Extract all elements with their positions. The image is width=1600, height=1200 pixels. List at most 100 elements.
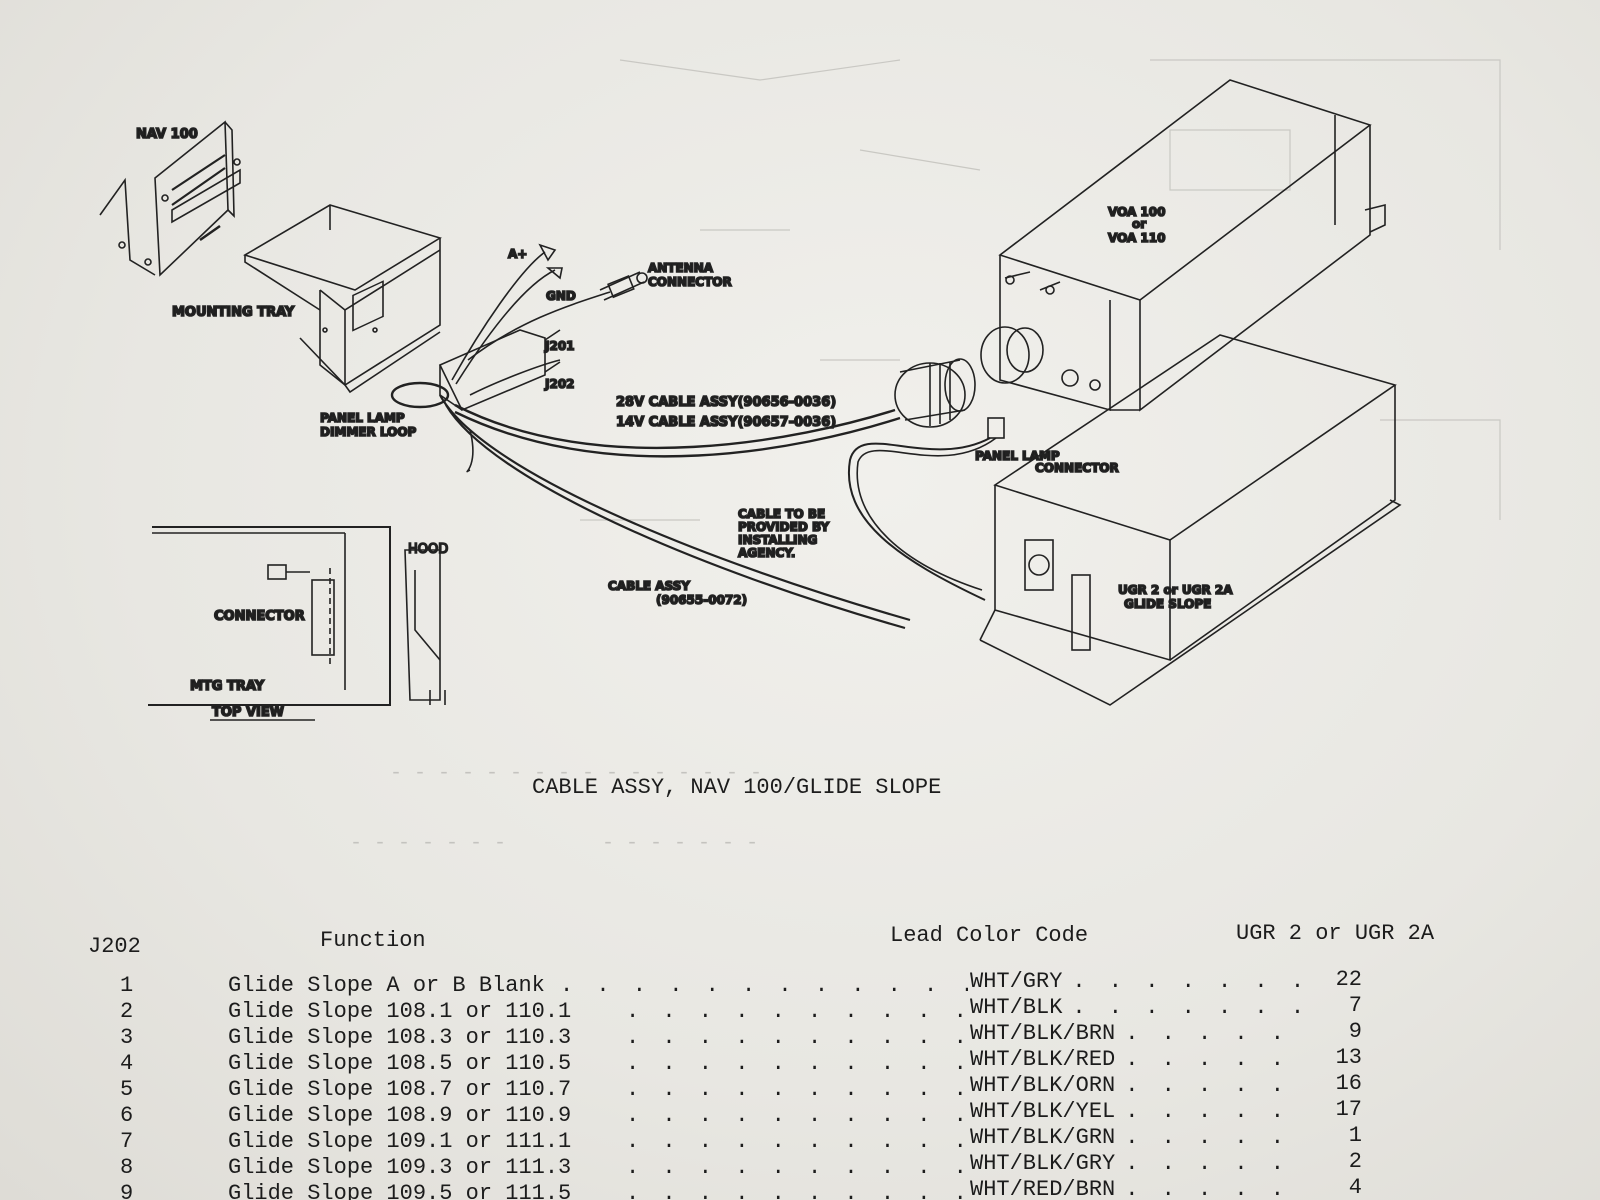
- antenna-connector-label: CONNECTOR: [648, 275, 732, 289]
- round-connector-plug: [894, 358, 976, 428]
- hood-label: HOOD: [408, 542, 448, 557]
- panel-lamp-connector-label-2: CONNECTOR: [1035, 461, 1119, 475]
- dot-leader: . . . . . . . . . . . . . . . . . . . . …: [626, 1052, 967, 1076]
- function-cell: Glide Slope 108.9 or 110.9: [228, 1103, 572, 1128]
- lead-color-cell: WHT/BLK: [970, 995, 1063, 1020]
- lead-color-cell: WHT/GRY: [970, 969, 1063, 994]
- header-ugr: UGR 2 or UGR 2A: [1236, 921, 1435, 946]
- dot-leader: . . . . . . . . . . . . . . .: [1125, 1022, 1290, 1046]
- antenna-connector: [599, 271, 648, 301]
- voa-label-2: VOA 110: [1108, 231, 1165, 245]
- cable-28v-label: 28V CABLE ASSY(90656-0036): [616, 395, 836, 410]
- dot-leader: . . . . . . . . . . . . . . . . . . . . …: [626, 1130, 967, 1154]
- header-function: Function: [320, 928, 426, 953]
- antenna-label: ANTENNA: [648, 261, 714, 275]
- dot-leader: . . . . . . . . . . . . . . . . . . . . …: [626, 1000, 967, 1024]
- cable-bundle: [390, 243, 911, 630]
- pin-number: 1: [120, 973, 134, 998]
- lead-color-cell: WHT/BLK/ORN: [970, 1073, 1116, 1098]
- mtg-tray-label: MTG TRAY: [190, 679, 265, 694]
- function-cell: Glide Slope 108.1 or 110.1: [228, 999, 572, 1024]
- cable-provided-label-3: INSTALLING: [738, 533, 817, 547]
- ugr-pin-cell: 9: [1348, 1019, 1362, 1044]
- pin-number: 2: [120, 999, 134, 1024]
- pin-number: 8: [120, 1155, 134, 1180]
- lead-color-cell: WHT/BLK/GRY: [970, 1151, 1116, 1176]
- ugr-label-2: GLIDE SLOPE: [1124, 597, 1211, 611]
- ugr-pin-cell: 1: [1348, 1123, 1362, 1148]
- a-plus-label: A+: [508, 247, 527, 261]
- pin-number: 7: [120, 1129, 134, 1154]
- cable-provided-label-2: PROVIDED BY: [738, 520, 829, 534]
- lead-color-cell: WHT/BLK/RED: [970, 1047, 1116, 1072]
- function-cell: Glide Slope 109.5 or 111.5: [228, 1181, 572, 1200]
- ugr-pin-cell: 17: [1335, 1097, 1362, 1122]
- header-j202: J202: [88, 934, 141, 959]
- ugr-pin-cell: 7: [1348, 993, 1362, 1018]
- pin-number: 3: [120, 1025, 134, 1050]
- panel-lamp-connector-label-1: PANEL LAMP: [975, 449, 1060, 463]
- ugr-pin-cell: 16: [1335, 1071, 1362, 1096]
- panel-lamp-loop-label-2: DIMMER LOOP: [320, 425, 417, 439]
- cable-provided-label-4: AGENCY.: [738, 546, 795, 560]
- dot-leader: . . . . . . . . . . . . . . .: [1072, 970, 1300, 994]
- mounting-tray-label: MOUNTING TRAY: [172, 305, 295, 320]
- j202-label: J202: [544, 377, 575, 391]
- j201-label: J201: [544, 339, 575, 353]
- pin-number: 9: [120, 1181, 134, 1200]
- dot-leader: . . . . . . . . . . . . . . . . . . . . …: [626, 1156, 967, 1180]
- lead-color-cell: WHT/BLK/BRN: [970, 1021, 1116, 1046]
- dot-leader: . . . . . . . . . . . . . . . . . . . . …: [626, 1182, 967, 1200]
- dot-leader: . . . . . . . . . . . . . . .: [1125, 1152, 1290, 1176]
- dot-leader: . . . . . . . . . . . . . . . . . . . . …: [626, 1078, 967, 1102]
- header-lead-color: Lead Color Code: [890, 923, 1089, 948]
- bleed-through-text: - - - - - - - - - - - - - - - -: [390, 762, 763, 785]
- function-cell: Glide Slope 108.7 or 110.7: [228, 1077, 572, 1102]
- panel-lamp-connector: [847, 417, 1005, 601]
- dot-leader: . . . . . . . . . . . . . . . . . . . . …: [626, 1104, 967, 1128]
- lead-color-cell: WHT/BLK/YEL: [970, 1099, 1116, 1124]
- panel-lamp-loop-label-1: PANEL LAMP: [320, 411, 405, 425]
- voa-unit: [980, 79, 1386, 412]
- voa-label-or: or: [1132, 217, 1146, 231]
- ugr-pin-cell: 13: [1335, 1045, 1362, 1070]
- lead-color-cell: WHT/BLK/GRN: [970, 1125, 1116, 1150]
- function-cell: Glide Slope 109.3 or 111.3: [228, 1155, 572, 1180]
- top-view-inset: [148, 526, 446, 721]
- cable-14v-label: 14V CABLE ASSY(90657-0036): [616, 415, 836, 430]
- inset-connector-label: CONNECTOR: [214, 609, 305, 624]
- cable-assembly-diagram: NAV 100 MOUNTING TRAY A+ GND J201 J202 P…: [99, 59, 1501, 721]
- function-cell: Glide Slope A or B Blank: [228, 973, 545, 998]
- voa-label-1: VOA 100: [1108, 205, 1165, 219]
- cable-assy-label-2: (90655-0072): [656, 593, 747, 607]
- ugr-label-1: UGR 2 or UGR 2A: [1118, 583, 1233, 597]
- dot-leader: . . . . . . . . . . . . . . .: [1125, 1074, 1290, 1098]
- pin-number: 6: [120, 1103, 134, 1128]
- pin-number: 5: [120, 1077, 134, 1102]
- cable-provided-label-1: CABLE TO BE: [738, 507, 825, 521]
- ugr-pin-cell: 2: [1348, 1149, 1362, 1174]
- gnd-label: GND: [546, 289, 576, 303]
- dot-leader: . . . . . . . . . . . . . . . . . . . . …: [560, 974, 968, 998]
- dot-leader: . . . . . . . . . . . . . . .: [1125, 1126, 1290, 1150]
- dot-leader: . . . . . . . . . . . . . . .: [1125, 1178, 1290, 1200]
- top-view-label: TOP VIEW: [212, 705, 284, 720]
- function-cell: Glide Slope 108.5 or 110.5: [228, 1051, 572, 1076]
- pin-number: 4: [120, 1051, 134, 1076]
- function-cell: Glide Slope 108.3 or 110.3: [228, 1025, 572, 1050]
- function-cell: Glide Slope 109.1 or 111.1: [228, 1129, 572, 1154]
- figure-caption: CABLE ASSY, NAV 100/GLIDE SLOPE: [532, 775, 942, 800]
- mounting-tray-drawing: [243, 204, 442, 394]
- ugr-pin-cell: 4: [1348, 1175, 1362, 1200]
- nav100-unit: [99, 120, 241, 277]
- ugr-pin-cell: 22: [1335, 967, 1362, 992]
- dot-leader: . . . . . . . . . . . . . . . . . . . . …: [626, 1026, 967, 1050]
- bleed-through-marks: [580, 59, 1501, 521]
- dot-leader: . . . . . . . . . . . . . . .: [1125, 1048, 1290, 1072]
- ugr-unit: [979, 334, 1402, 706]
- dot-leader: . . . . . . . . . . . . . . .: [1072, 996, 1300, 1020]
- lead-color-cell: WHT/RED/BRN: [970, 1177, 1116, 1200]
- nav100-label: NAV 100: [136, 127, 198, 142]
